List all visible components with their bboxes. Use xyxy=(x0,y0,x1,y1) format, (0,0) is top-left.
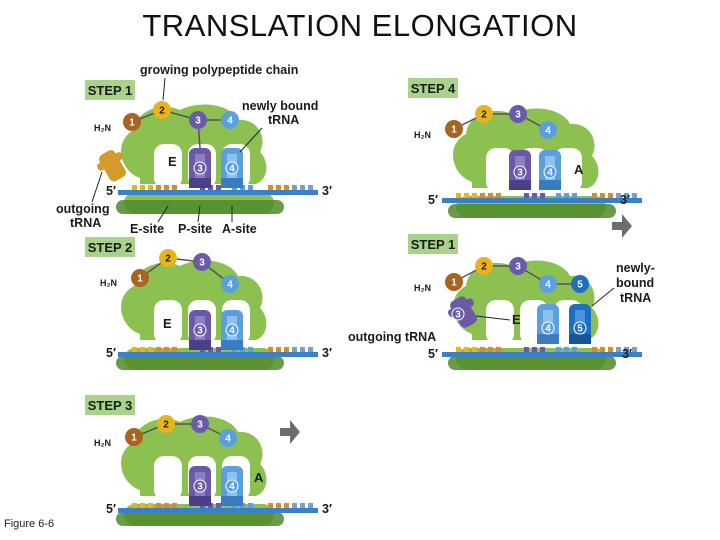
three-prime-label: 3′ xyxy=(322,502,332,516)
outgoing-label-line2: tRNA xyxy=(70,216,101,230)
step-label: STEP 4 xyxy=(411,81,456,96)
step-label: STEP 3 xyxy=(88,398,133,413)
amino-acid-2: 2 xyxy=(165,254,171,265)
newly-bound-label-line1: newly- xyxy=(616,261,655,275)
trna-number: 4 xyxy=(229,482,235,493)
five-prime-label: 5′ xyxy=(428,193,438,207)
trna-number: 3 xyxy=(455,310,461,321)
trna-number: 4 xyxy=(547,168,553,179)
amino-acid-3: 3 xyxy=(199,258,205,269)
step-box xyxy=(85,80,135,100)
e-site-letter: E xyxy=(168,154,177,169)
three-prime-label: 3′ xyxy=(620,193,630,207)
newly-bound-label-line1: newly bound xyxy=(242,99,318,113)
p-site-label: P-site xyxy=(178,222,212,236)
h2n-label: H₂N xyxy=(414,130,431,140)
amino-acid-4: 4 xyxy=(227,116,233,127)
amino-acid-5: 5 xyxy=(577,280,583,291)
amino-acid-3: 3 xyxy=(195,116,201,127)
five-prime-label: 5′ xyxy=(106,184,116,198)
amino-acid-3: 3 xyxy=(515,110,521,121)
amino-acid-1: 1 xyxy=(451,125,457,136)
newly-bound-label-line2: bound xyxy=(616,276,654,290)
outgoing-label-line1: outgoing xyxy=(56,202,109,216)
trna-number: 5 xyxy=(577,324,583,335)
h2n-label: H₂N xyxy=(94,438,111,448)
step-label: STEP 1 xyxy=(411,237,456,252)
amino-acid-4: 4 xyxy=(227,280,233,291)
three-prime-label: 3′ xyxy=(322,184,332,198)
e-site-label: E-site xyxy=(130,222,164,236)
amino-acid-4: 4 xyxy=(545,280,551,291)
h2n-label: H₂N xyxy=(414,283,431,293)
step-box xyxy=(408,234,458,254)
panel-step2: STEP 2 5′ 3′ 3 4 E 1 2 3 4 H₂N xyxy=(85,237,332,370)
a-site-label: A-site xyxy=(222,222,257,236)
next-arrow-icon xyxy=(612,214,632,238)
step-label: STEP 2 xyxy=(88,240,133,255)
amino-acid-2: 2 xyxy=(481,110,487,121)
outgoing-trna-label: outgoing tRNA xyxy=(348,330,436,344)
next-arrow-icon xyxy=(280,420,300,444)
a-site-letter: A xyxy=(254,470,264,485)
three-prime-label: 3′ xyxy=(622,347,632,361)
step-label: STEP 1 xyxy=(88,83,133,98)
five-prime-label: 5′ xyxy=(106,502,116,516)
amino-acid-1: 1 xyxy=(137,274,143,285)
five-prime-label: 5′ xyxy=(428,347,438,361)
amino-acid-4: 4 xyxy=(225,434,231,445)
h2n-label: H₂N xyxy=(94,123,111,133)
trna-number: 3 xyxy=(517,168,523,179)
amino-acid-1: 1 xyxy=(131,433,137,444)
amino-acid-2: 2 xyxy=(481,262,487,273)
growing-chain-label: growing polypeptide chain xyxy=(140,63,298,77)
amino-acid-1: 1 xyxy=(451,278,457,289)
newly-bound-label-line3: tRNA xyxy=(620,291,651,305)
h2n-label: H₂N xyxy=(100,278,117,288)
trna-number: 3 xyxy=(197,164,203,175)
step-box xyxy=(85,395,135,415)
panel-step3: STEP 3 5′ 3′ 3 4 A 1 2 3 4 H₂N xyxy=(85,395,332,526)
panel-step4: STEP 4 5′ 3′ 3 4 A 1 2 3 4 H₂N xyxy=(408,78,642,238)
trna-number: 3 xyxy=(197,326,203,337)
trna-number: 4 xyxy=(229,164,235,175)
e-site-letter: E xyxy=(512,312,521,327)
diagram-title: TRANSLATION ELONGATION xyxy=(142,8,578,43)
panel-step1-top: STEP 1 5′ 3′ 3 4 E 1 2 3 4 H₂N growing p… xyxy=(56,63,332,236)
amino-acid-1: 1 xyxy=(129,118,135,129)
trna-number: 4 xyxy=(229,326,235,337)
e-site-letter: E xyxy=(163,316,172,331)
step-box xyxy=(408,78,458,98)
five-prime-label: 5′ xyxy=(106,346,116,360)
trna-number: 4 xyxy=(545,324,551,335)
trna-number: 3 xyxy=(197,482,203,493)
amino-acid-3: 3 xyxy=(197,420,203,431)
a-site-letter: A xyxy=(574,162,584,177)
amino-acid-3: 3 xyxy=(515,262,521,273)
newly-bound-label-line2: tRNA xyxy=(268,113,299,127)
panel-step1-repeat: STEP 1 5′ 3′ 4 5 3 E 1 2 3 4 5 H₂N xyxy=(348,234,655,370)
amino-acid-2: 2 xyxy=(159,106,165,117)
three-prime-label: 3′ xyxy=(322,346,332,360)
step-box xyxy=(85,237,135,257)
amino-acid-4: 4 xyxy=(545,126,551,137)
figure-caption: Figure 6-6 xyxy=(4,518,55,530)
amino-acid-2: 2 xyxy=(163,420,169,431)
